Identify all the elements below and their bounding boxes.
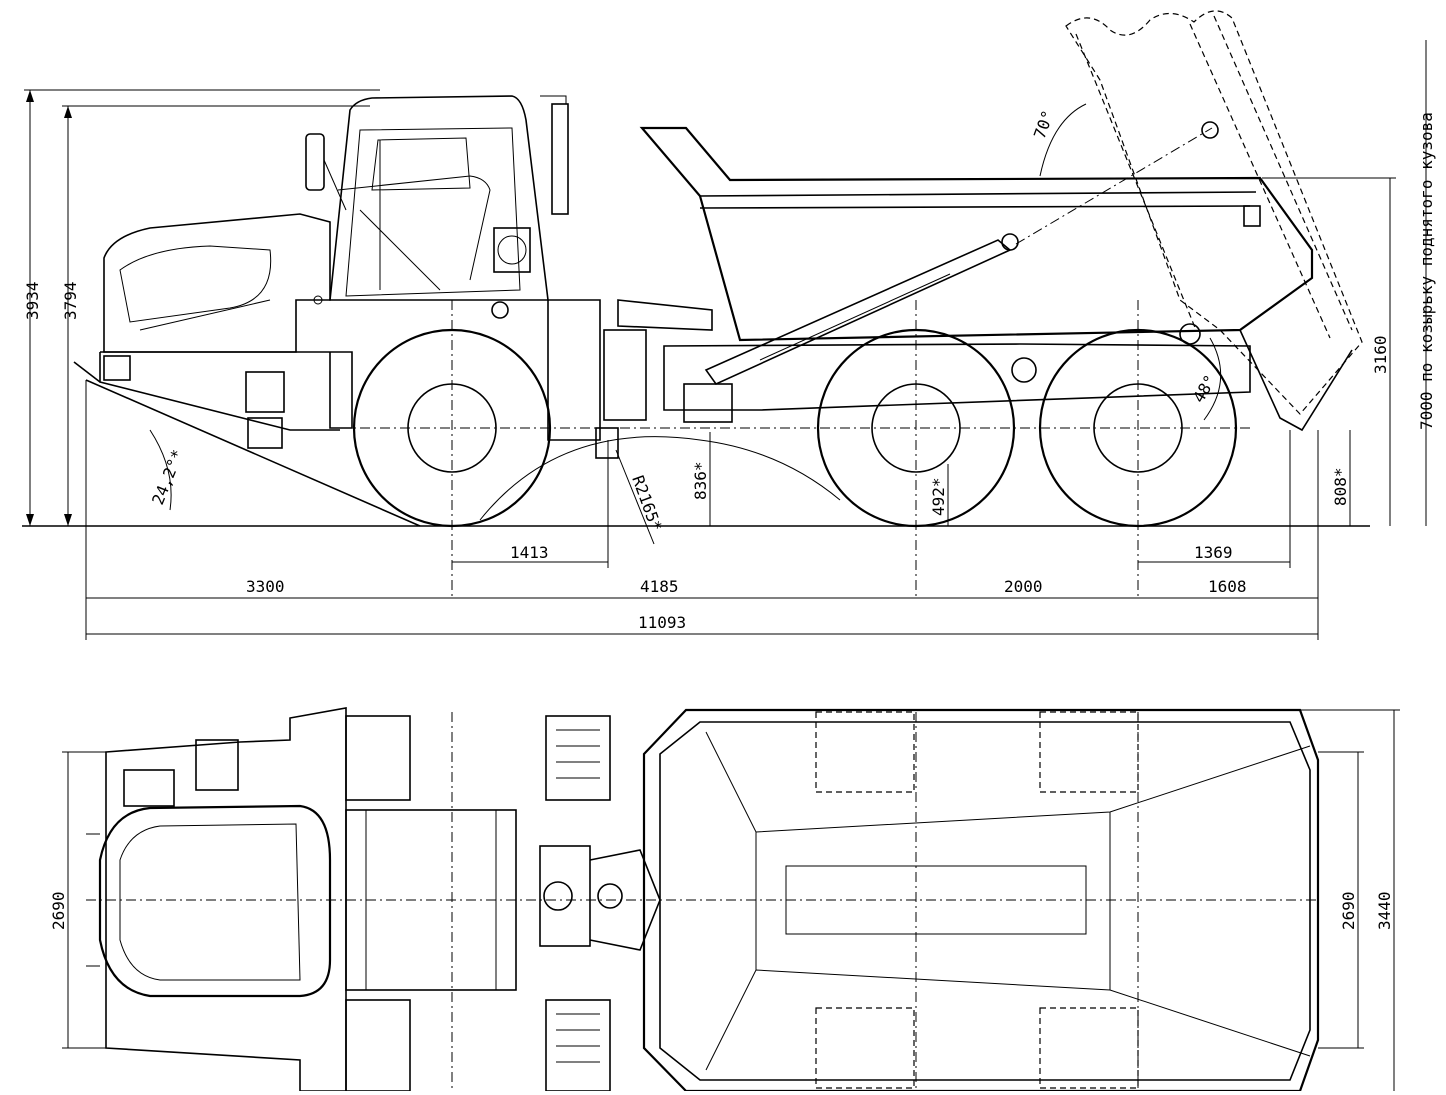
raised-dump-body [1015, 10, 1363, 415]
label-height-cab: 3794 [61, 281, 80, 320]
label-rear-overhang: 1608 [1208, 577, 1247, 596]
label-tailgate-clearance: 808* [1331, 467, 1350, 506]
dim-height-cab: 3794 [61, 105, 370, 526]
approach-angle-arc [149, 429, 172, 511]
label-tandem-spacing: 2000 [1004, 577, 1043, 596]
label-turn-radius: R2165* [628, 473, 666, 534]
label-ground-clearance: 492* [929, 477, 948, 516]
dim-hitch-clearance: 836* [691, 432, 711, 526]
label-body-height: 3160 [1371, 335, 1390, 374]
label-height-overall: 3934 [23, 281, 42, 320]
dim-row-lengths: 3300 4185 2000 1608 [85, 380, 1319, 640]
approach-slope-extension [73, 361, 101, 383]
dim-width-overall: 3440 [1300, 709, 1400, 1091]
label-front-overhang: 3300 [246, 577, 285, 596]
dump-body [639, 126, 1353, 432]
approach-slope [85, 379, 421, 527]
turn-radius-arc [479, 436, 841, 521]
dim-articulation-offset: 1413 [452, 440, 609, 568]
label-wheelbase-front: 4185 [640, 577, 679, 596]
dim-height-overall: 3934 [23, 89, 380, 526]
top-view: 2690 2690 3440 [49, 707, 1400, 1093]
top-dump-body [642, 708, 1320, 1093]
dim-width-body-track: 2690 [1318, 751, 1364, 1049]
tailgate-angle-arc [1203, 337, 1222, 421]
label-rear-to-tailgate: 1369 [1194, 543, 1233, 562]
label-width-overall: 3440 [1375, 891, 1394, 930]
label-overall-length: 11093 [638, 613, 686, 632]
label-approach-angle: 24,2°* [148, 447, 187, 508]
dim-width-track: 2690 [49, 751, 110, 1049]
side-view: 3934 3794 1413 1369 3300 4185 [22, 10, 1436, 640]
label-hitch-clearance: 836* [691, 461, 710, 500]
turn-radius-leader [615, 449, 655, 545]
dim-rear-to-tailgate: 1369 [1138, 430, 1291, 568]
dim-body-height: 3160 [1262, 177, 1396, 526]
label-width-body-track: 2690 [1339, 891, 1358, 930]
dim-tailgate-clearance: 808* [1331, 430, 1351, 526]
tractor-unit [99, 95, 713, 459]
dim-ground-clearance: 492* [929, 464, 949, 526]
label-raised-body: 7000 по козырьку поднятого кузова [1417, 112, 1436, 430]
dump-angle-arc [1039, 103, 1087, 177]
dim-raised-body: 7000 по козырьку поднятого кузова [1417, 40, 1436, 526]
dim-overall-length: 11093 [86, 613, 1318, 635]
label-width-track: 2690 [49, 891, 68, 930]
label-articulation-offset: 1413 [510, 543, 549, 562]
